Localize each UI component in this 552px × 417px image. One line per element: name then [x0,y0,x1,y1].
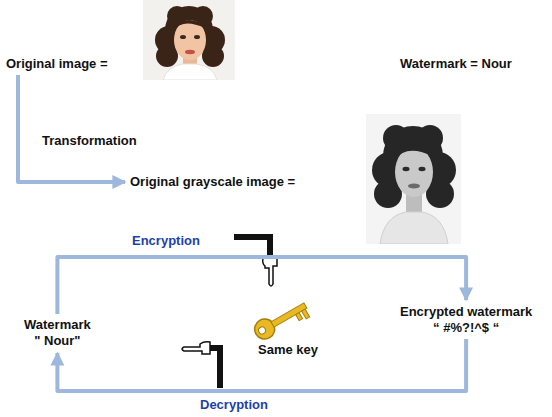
encrypted-node: Encrypted watermark“ #%?!^$ “ [398,303,534,337]
node-text: Original image = [6,56,108,72]
node-text: Encrypted watermark [400,304,532,320]
key-label: Same key [256,342,320,358]
image-label: Original image = [4,55,110,73]
node-text: “ #%?!^$ “ [400,320,532,336]
node-text: Watermark [24,317,91,333]
watermark-node: Watermark" Nour" [22,316,93,350]
decryption-hand [180,336,230,390]
edge-label: Encryption [130,233,202,249]
watermark-label: Watermark = Nour [398,56,514,72]
image-label: Original grayscale image = [128,173,297,191]
flow-arrow [18,75,125,182]
encryption-hand [232,234,282,290]
edge-label: Decryption [198,397,270,413]
flow-arrow [57,339,466,391]
color-photo [143,0,235,80]
grayscale-photo [366,114,461,244]
edge-label: Transformation [40,133,139,149]
node-text: Original grayscale image = [130,174,295,190]
key-icon [248,298,316,340]
node-text: " Nour" [24,333,91,349]
